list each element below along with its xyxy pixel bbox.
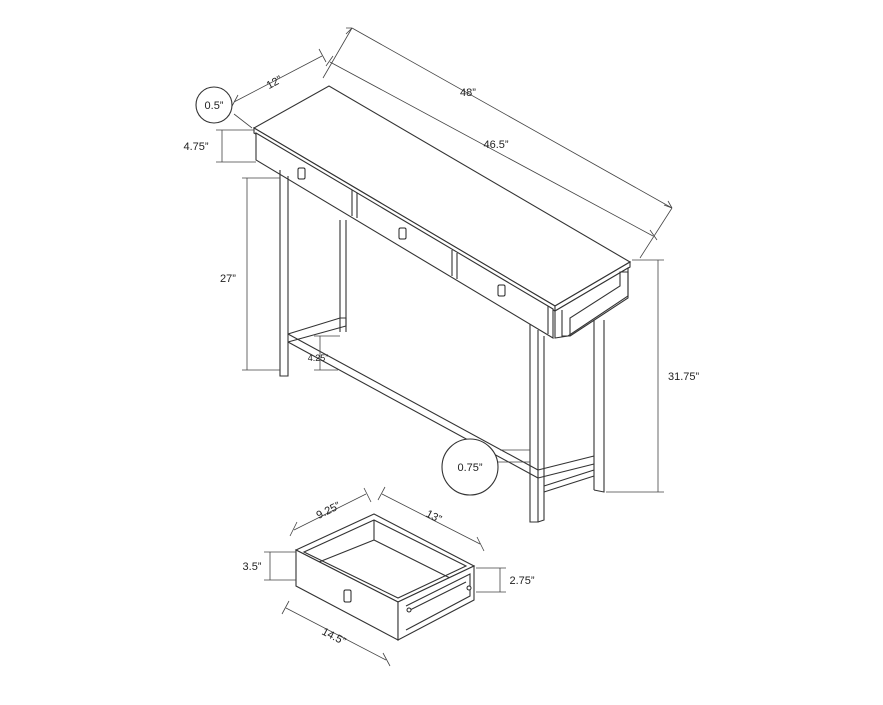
table-dimension-lines [216,27,673,493]
drawer [294,513,476,641]
label-drawer-inner-width: 13” [424,508,444,526]
label-leg-thickness: 0.75” [457,462,482,474]
drawer-handle-right [497,284,506,297]
drawer-runner-screw [406,607,412,613]
drawer-runner-screw-2 [466,585,472,591]
lower-stretcher [287,317,539,479]
table-top [252,85,632,307]
lower-stretcher-right [537,455,595,479]
drawer-divider-2 [451,250,458,279]
label-drawer-front-width: 14.5” [320,626,348,648]
right-leg-inner [537,336,545,523]
label-width-total: 48” [460,87,476,99]
label-drawer-inner-depth: 9.25” [315,500,343,522]
label-drawer-inner-height: 2.75” [509,575,534,587]
right-bottom-crossbar [543,469,595,493]
label-drawer-front-height: 3.5” [243,561,262,573]
apron-side [554,267,629,339]
drawer-interior [302,519,468,599]
drawer-divider-1 [351,190,358,218]
rear-right-leg [593,320,605,493]
label-total-height: 31.75” [668,371,700,383]
drawer-runner [405,573,471,631]
table-top-side-edge [554,261,631,312]
label-width-inner: 46.5” [483,139,508,151]
label-depth: 12” [265,74,285,92]
callout-leg-thickness [441,438,499,496]
console-table [252,85,632,523]
callout-top-thickness [195,86,233,124]
drawer-dimension-lines [264,486,506,667]
drawer-side [397,565,475,641]
label-drawer-face-height: 4.75” [183,141,208,153]
label-top-thickness: 0.5” [205,100,224,112]
label-leg-height: 27” [220,273,236,285]
front-right-leg [529,324,539,523]
drawer-handle-middle [398,227,407,240]
drawer-handle [343,589,352,603]
front-left-leg [279,170,289,377]
side-frame-loop [561,271,629,337]
label-stretcher-height: 4.25” [308,353,329,363]
rear-left-leg [339,220,347,332]
drawer-handle-left [297,167,306,180]
